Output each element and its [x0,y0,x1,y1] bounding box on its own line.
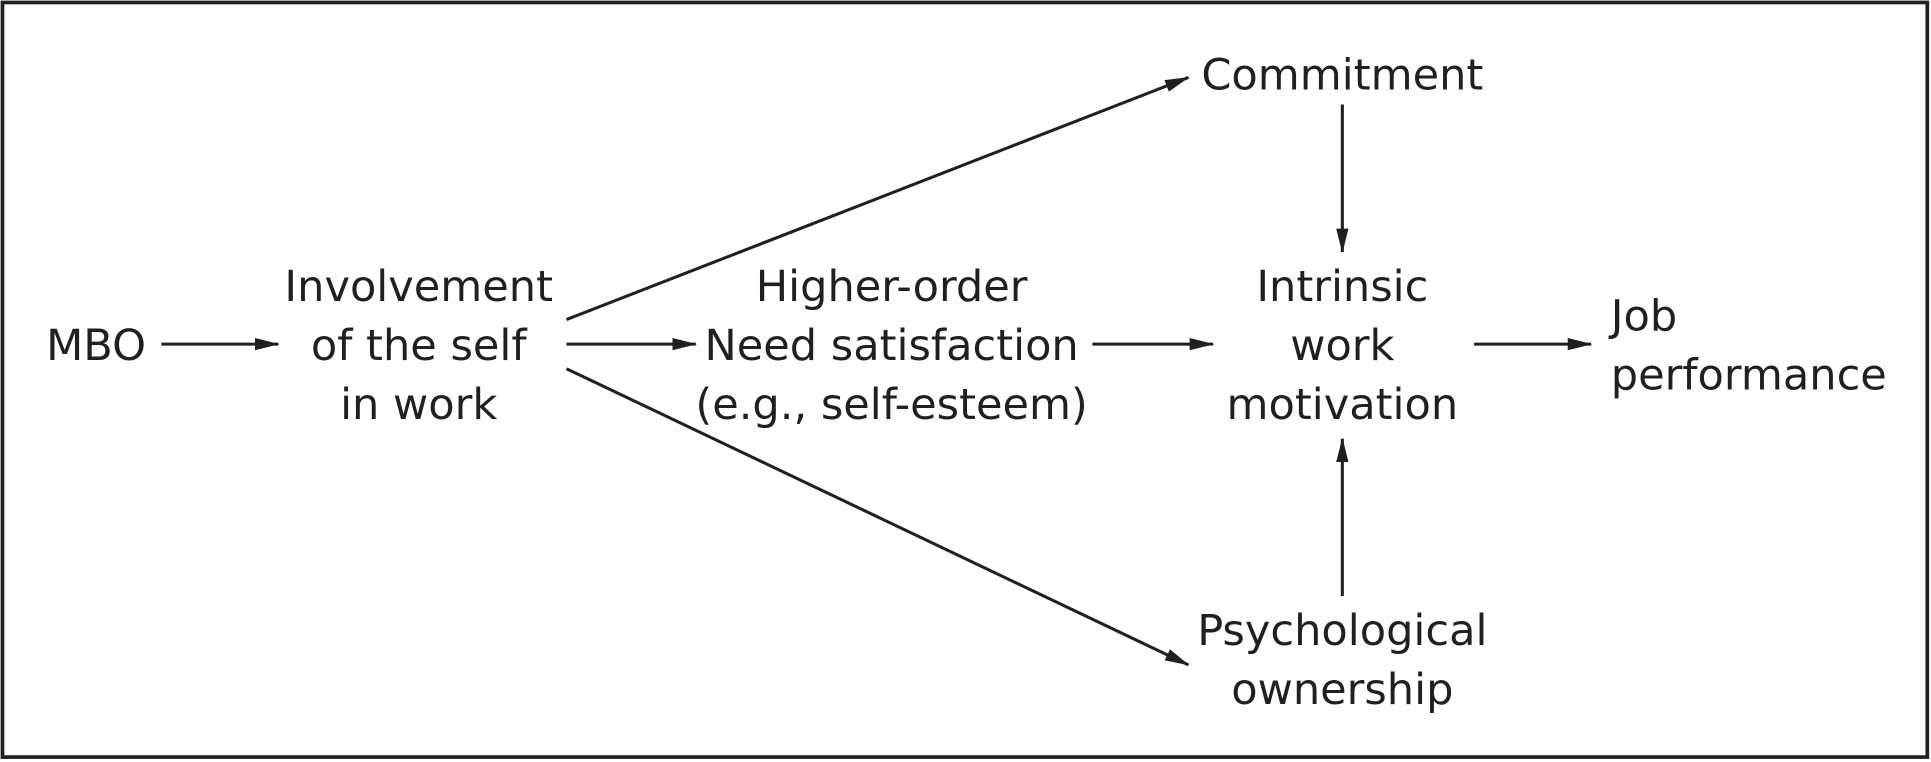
node-intrinsic-line: work [1290,321,1394,371]
node-involvement-line: of the self [311,321,528,371]
node-intrinsic-line: Intrinsic [1256,262,1428,312]
node-need-line: (e.g., self-esteem) [695,380,1087,430]
node-psychological-ownership: Psychological ownership [1197,606,1487,715]
node-involvement-line: in work [340,380,497,430]
node-involvement: Involvement of the self in work [284,262,553,430]
arrow-involvement-ownership [565,367,1190,667]
node-job-performance: Job performance [1608,292,1887,401]
node-need-satisfaction: Higher-order Need satisfaction (e.g., se… [695,262,1087,430]
node-performance-line: performance [1611,351,1887,401]
node-ownership-line: Psychological [1197,606,1487,656]
node-need-line: Higher-order [756,262,1028,312]
node-involvement-line: Involvement [284,262,553,312]
node-intrinsic-line: motivation [1227,380,1459,430]
node-performance-line: Job [1608,292,1677,342]
node-need-line: Need satisfaction [704,321,1078,371]
node-ownership-line: ownership [1231,665,1453,715]
arrow-involvement-commitment [565,75,1190,321]
node-intrinsic-motivation: Intrinsic work motivation [1227,262,1459,430]
node-mbo: MBO [46,321,146,371]
node-commitment: Commitment [1201,51,1483,101]
